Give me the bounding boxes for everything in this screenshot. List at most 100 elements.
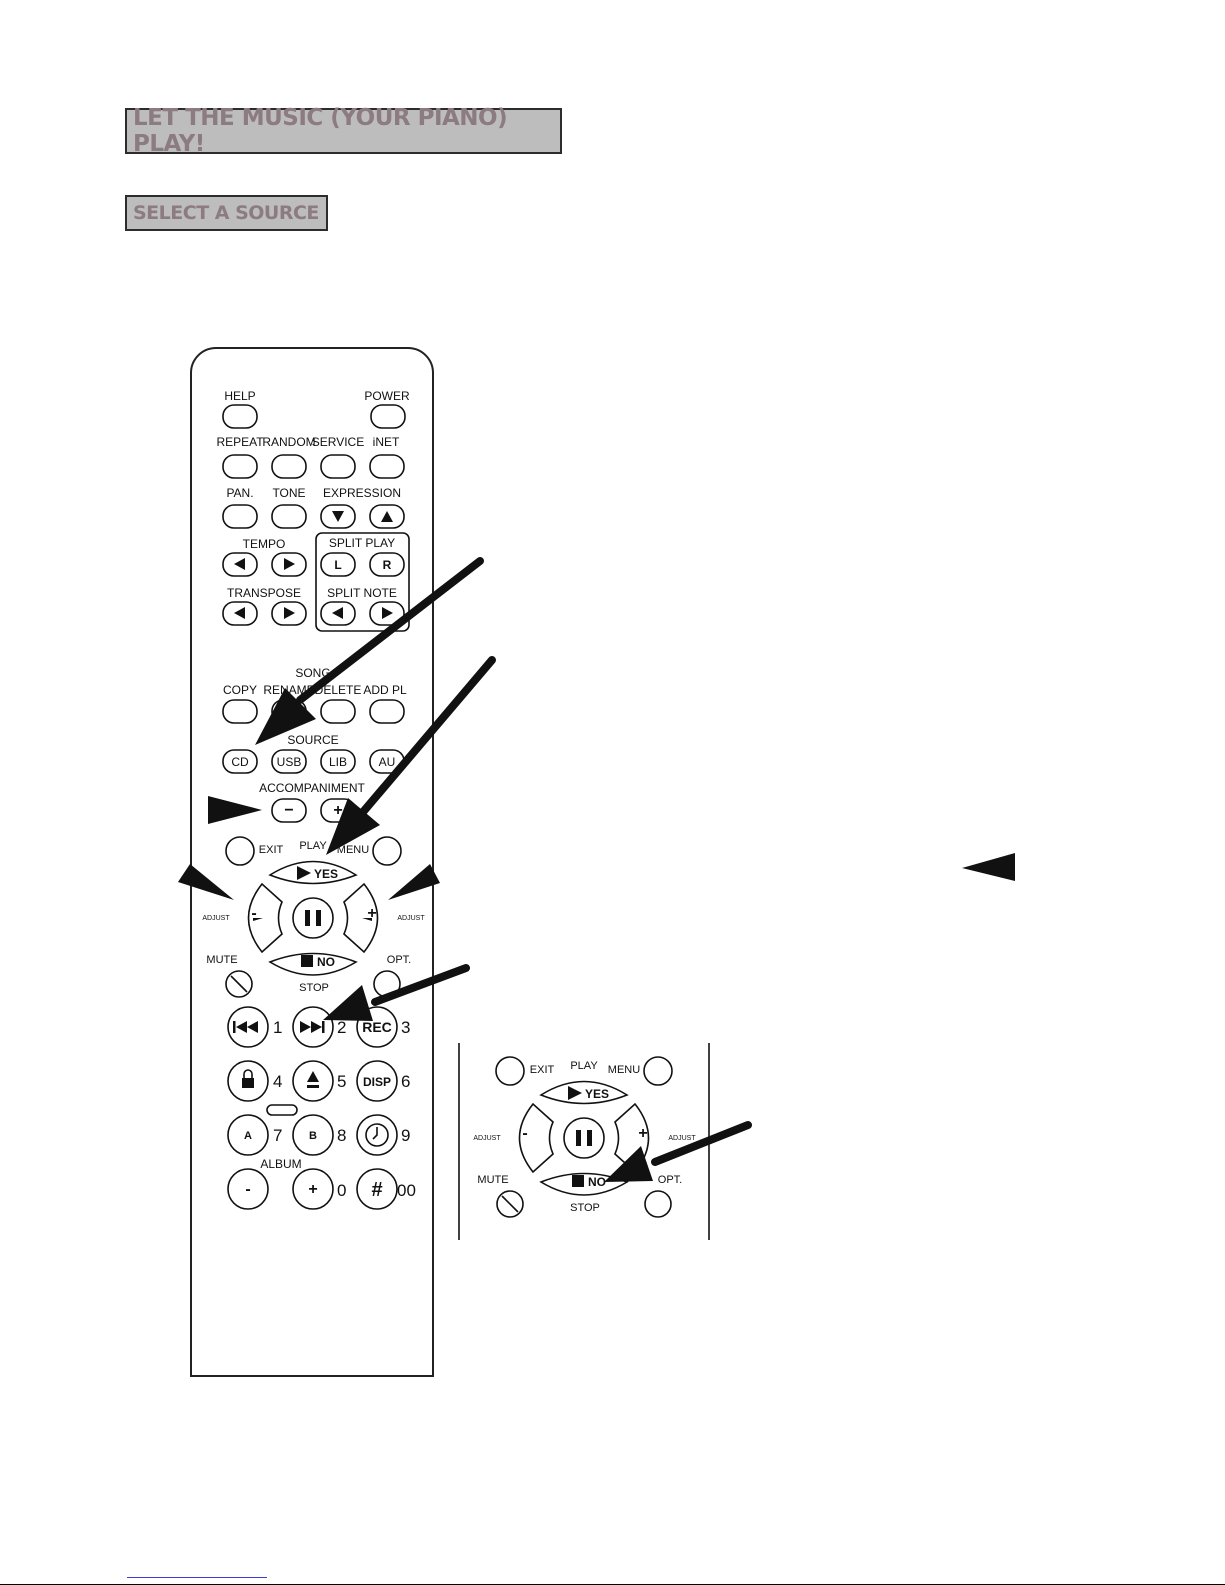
random-label: RANDOM <box>262 435 315 449</box>
triangle-left-icon <box>332 607 343 619</box>
tempo-up-button[interactable] <box>271 552 307 577</box>
cd-button[interactable] <box>222 749 258 774</box>
copy-button[interactable] <box>222 699 258 724</box>
album-plus-button[interactable] <box>292 1168 334 1210</box>
no-label: NO <box>317 955 335 969</box>
split-note-up-button[interactable] <box>369 601 405 626</box>
tempo-label: TEMPO <box>243 537 286 551</box>
power-button[interactable] <box>370 404 406 429</box>
triangle-right-icon <box>382 607 393 619</box>
accompaniment-minus-button[interactable] <box>271 798 307 823</box>
split-note-down-button[interactable] <box>320 601 356 626</box>
help-button[interactable] <box>222 404 258 429</box>
expression-up-button[interactable] <box>369 504 405 529</box>
usb-button[interactable] <box>271 749 307 774</box>
inset-exit-button[interactable] <box>495 1056 525 1086</box>
digit-5: 5 <box>337 1072 346 1091</box>
play-label: PLAY <box>299 840 327 852</box>
triangle-right-icon <box>284 558 295 570</box>
triangle-right-icon <box>284 607 295 619</box>
pan-button[interactable] <box>222 504 258 529</box>
power-label: POWER <box>364 389 410 403</box>
service-button[interactable] <box>320 454 356 479</box>
inset-adjust-right-label: ADJUST <box>668 1135 696 1142</box>
exit-button[interactable] <box>225 836 255 866</box>
delete-label: DELETE <box>315 683 362 697</box>
mute-button[interactable] <box>225 970 253 998</box>
triangle-down-icon <box>332 511 344 522</box>
triangle-left-icon <box>234 607 245 619</box>
random-button[interactable] <box>271 454 307 479</box>
digit-4: 4 <box>273 1072 282 1091</box>
inset-opt-label: OPT. <box>658 1174 682 1186</box>
rec-button[interactable] <box>356 1006 398 1048</box>
hash-button[interactable] <box>356 1168 398 1210</box>
adjust-small-icon <box>253 918 263 921</box>
inset-adjust-minus-button[interactable] <box>518 1102 554 1174</box>
inset-play-yes-button[interactable] <box>539 1080 629 1105</box>
repeat-button[interactable] <box>222 454 258 479</box>
adjust-plus-button[interactable] <box>343 882 379 954</box>
split-play-right-button[interactable] <box>369 552 405 577</box>
transpose-down-button[interactable] <box>222 601 258 626</box>
inset-no-label: NO <box>588 1175 606 1189</box>
play-icon <box>297 866 311 880</box>
inet-button[interactable] <box>369 454 405 479</box>
side-pointer-arrow <box>962 853 1015 881</box>
prev-track-button[interactable] <box>227 1006 269 1048</box>
digit-3: 3 <box>401 1018 410 1037</box>
arrow-to-next-track <box>371 964 470 1006</box>
au-label: AU <box>379 755 396 769</box>
expression-label: EXPRESSION <box>323 486 401 500</box>
inset-adjust-left-label: ADJUST <box>473 1135 501 1142</box>
arrow-to-adjust-right <box>388 864 440 900</box>
inset-stop-no-button[interactable] <box>539 1172 629 1196</box>
menu-button[interactable] <box>372 836 402 866</box>
tone-button[interactable] <box>271 504 307 529</box>
expression-down-button[interactable] <box>320 504 356 529</box>
clock-button[interactable] <box>356 1114 398 1156</box>
stop-no-button[interactable] <box>268 952 358 976</box>
delete-button[interactable] <box>320 699 356 724</box>
clock-icon <box>365 1123 389 1147</box>
svg-text:-: - <box>245 1181 250 1198</box>
mute-icon <box>230 975 248 993</box>
digit-1: 1 <box>273 1018 282 1037</box>
source-label: SOURCE <box>287 733 338 747</box>
b-label: B <box>309 1130 317 1142</box>
digit-7: 7 <box>273 1126 282 1145</box>
split-play-left-button[interactable] <box>320 552 356 577</box>
album-minus-button[interactable] <box>227 1168 269 1210</box>
play-yes-button[interactable] <box>268 860 358 885</box>
a-label: A <box>244 1130 252 1142</box>
ab-loop-icon <box>266 1104 298 1116</box>
eject-button[interactable] <box>292 1060 334 1102</box>
split-play-label: SPLIT PLAY <box>329 536 395 550</box>
exit-label: EXIT <box>259 844 284 856</box>
b-button[interactable] <box>292 1114 334 1156</box>
inset-menu-button[interactable] <box>643 1056 673 1086</box>
pause-button[interactable] <box>292 897 334 939</box>
svg-text:+: + <box>308 1181 317 1198</box>
tone-label: TONE <box>272 486 305 500</box>
pause-icon <box>316 910 321 926</box>
inset-pause-button[interactable] <box>563 1117 605 1159</box>
accompaniment-label: ACCOMPANIMENT <box>259 781 365 795</box>
pause-icon <box>305 910 310 926</box>
lib-button[interactable] <box>320 749 356 774</box>
adjust-minus-button[interactable] <box>247 882 283 954</box>
add-pl-button[interactable] <box>369 699 405 724</box>
help-label: HELP <box>224 389 255 403</box>
prev-icon <box>247 1021 258 1033</box>
transpose-up-button[interactable] <box>271 601 307 626</box>
tempo-down-button[interactable] <box>222 552 258 577</box>
lock-button[interactable] <box>227 1060 269 1102</box>
a-button[interactable] <box>227 1114 269 1156</box>
cd-label: CD <box>231 755 249 769</box>
next-track-button[interactable] <box>292 1006 334 1048</box>
disp-button[interactable] <box>356 1060 398 1102</box>
rec-label: REC <box>362 1019 392 1035</box>
inset-mute-button[interactable] <box>496 1190 524 1218</box>
remote-control-body <box>190 347 434 1377</box>
inset-opt-button[interactable] <box>644 1190 672 1218</box>
